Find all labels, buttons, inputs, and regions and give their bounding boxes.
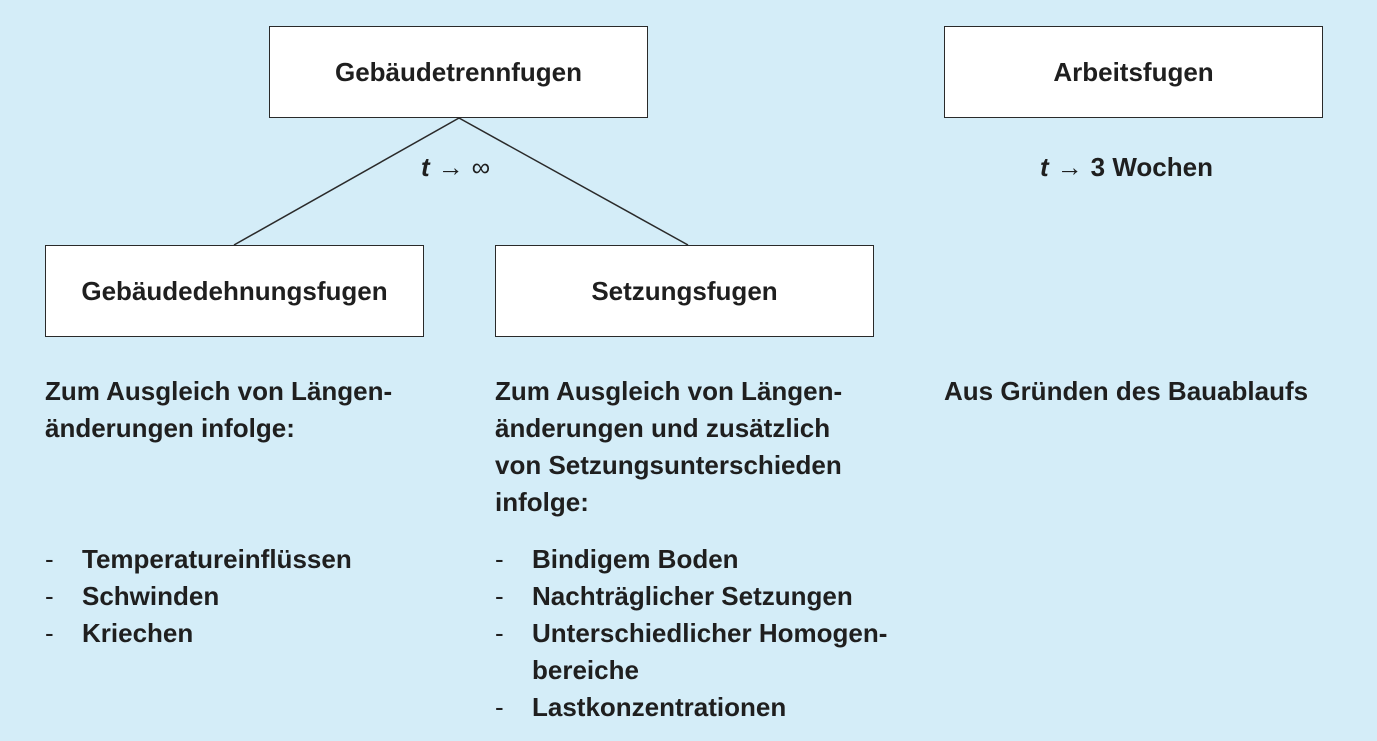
description-line: Aus Gründen des Bauablaufs	[944, 376, 1309, 406]
formula-t-3-wochen: t→3 Wochen	[1040, 152, 1213, 182]
description-gebaeudedehnungsfugen: Zum Ausgleich von Längen- änderungen inf…	[45, 373, 392, 447]
arrow-right-icon: →	[437, 152, 464, 182]
formula-t-infinity: t→∞	[421, 152, 490, 182]
dash-bullet-icon: -	[495, 692, 504, 722]
dash-bullet-icon: -	[45, 544, 54, 574]
description-line: änderungen infolge:	[45, 413, 295, 443]
description-line: änderungen und zusätzlich	[495, 413, 831, 443]
box-arbeitsfugen: Arbeitsfugen	[944, 26, 1323, 118]
description-arbeitsfugen: Aus Gründen des Bauablaufs	[944, 373, 1308, 410]
dash-bullet-icon: -	[495, 544, 504, 574]
box-gebaeudetrennfugen: Gebäudetrennfugen	[269, 26, 648, 118]
box-label-gebaeudetrennfugen: Gebäudetrennfugen	[334, 56, 582, 87]
description-line: von Setzungsunterschieden	[495, 450, 842, 480]
arrow-right-icon: →	[1056, 152, 1083, 182]
list-item: - Lastkonzentrationen	[495, 689, 887, 726]
list-item-text: Temperatureinflüssen	[82, 544, 352, 574]
dash-bullet-icon: -	[495, 581, 504, 611]
list-item: - Kriechen	[45, 615, 352, 652]
list-item: - Bindigem Boden	[495, 541, 887, 578]
list-item-text: Lastkonzentrationen	[532, 692, 787, 722]
formula-value: 3 Wochen	[1090, 152, 1213, 182]
description-setzungsfugen: Zum Ausgleich von Längen- änderungen und…	[495, 373, 842, 521]
list-item: - Unterschiedlicher Homogen- bereiche	[495, 615, 887, 689]
list-item: - Temperatureinflüssen	[45, 541, 352, 578]
dash-bullet-icon: -	[495, 618, 504, 648]
formula-variable: t	[421, 152, 430, 182]
list-item-text: Unterschiedlicher Homogen-	[532, 618, 888, 648]
list-item-text-continued: bereiche	[532, 655, 639, 685]
dash-bullet-icon: -	[45, 618, 54, 648]
list-item-text: Nachträglicher Setzungen	[532, 581, 853, 611]
description-line: infolge:	[495, 487, 589, 517]
causes-list-setzungsfugen: - Bindigem Boden - Nachträglicher Setzun…	[495, 541, 887, 726]
dash-bullet-icon: -	[45, 581, 54, 611]
list-item-text: Bindigem Boden	[532, 544, 739, 574]
list-item-text: Kriechen	[82, 618, 194, 648]
box-gebaeudedehnungsfugen: Gebäudedehnungsfugen	[45, 245, 424, 337]
description-line: Zum Ausgleich von Längen-	[495, 376, 843, 406]
list-item-text: Schwinden	[82, 581, 220, 611]
list-item: - Schwinden	[45, 578, 352, 615]
formula-variable: t	[1040, 152, 1049, 182]
list-item: - Nachträglicher Setzungen	[495, 578, 887, 615]
box-label-arbeitsfugen: Arbeitsfugen	[1053, 56, 1214, 87]
connector-top-to-left	[233, 117, 460, 246]
box-label-gebaeudedehnungsfugen: Gebäudedehnungsfugen	[81, 275, 388, 306]
causes-list-gebaeudedehnungsfugen: - Temperatureinflüssen - Schwinden - Kri…	[45, 541, 352, 652]
box-setzungsfugen: Setzungsfugen	[495, 245, 874, 337]
formula-value: ∞	[471, 152, 491, 182]
connector-top-to-mid	[458, 117, 689, 246]
box-label-setzungsfugen: Setzungsfugen	[591, 275, 778, 306]
description-line: Zum Ausgleich von Längen-	[45, 376, 393, 406]
